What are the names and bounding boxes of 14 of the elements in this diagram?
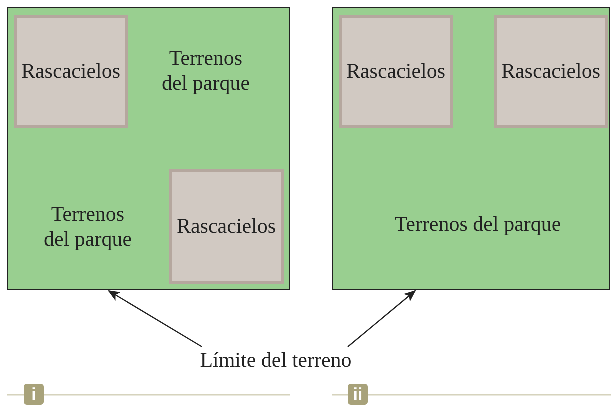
arrow (348, 290, 416, 348)
park-land-panel (332, 7, 610, 290)
boundary-label: Límite del terreno (186, 347, 366, 374)
skyscraper-block: Rascacielos (494, 15, 608, 128)
skyscraper-block: Rascacielos (339, 15, 453, 128)
arrow (108, 290, 202, 348)
area-label: Terrenos del parque (42, 202, 134, 252)
skyscraper-block: Rascacielos (169, 169, 284, 284)
area-label: Terrenos del parque (394, 212, 562, 237)
area-label: Terrenos del parque (160, 46, 252, 96)
park-land-panel (7, 7, 290, 290)
panel-badge: i (24, 384, 44, 405)
panel-badge: ii (348, 384, 368, 405)
skyscraper-block: Rascacielos (14, 15, 128, 128)
